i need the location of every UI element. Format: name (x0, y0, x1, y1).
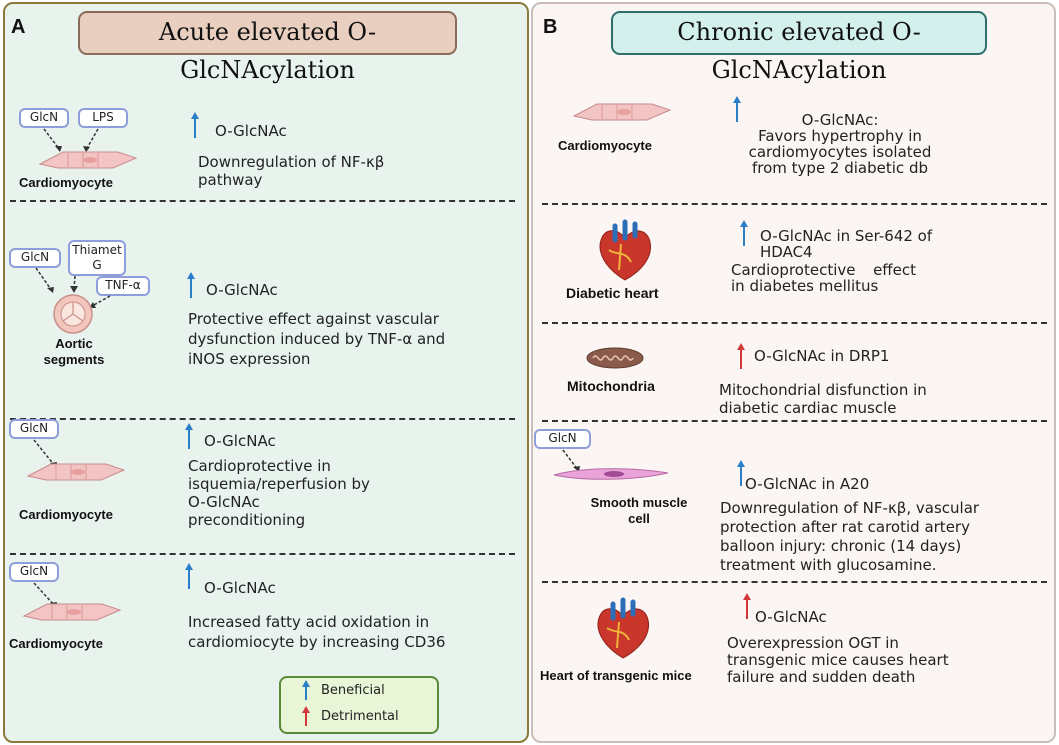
panel-a-letter: A (11, 16, 26, 38)
divider (10, 553, 515, 555)
beneficial-arrow-icon (185, 563, 193, 589)
b5-effect: Overexpression OGT in transgenic mice ca… (727, 634, 949, 686)
a2-label: Aortic segments (43, 336, 105, 367)
legend-detrimental: Detrimental (321, 709, 399, 724)
b1-label: Cardiomyocyte (558, 138, 652, 153)
detrimental-arrow-icon (737, 343, 745, 369)
divider (542, 322, 1047, 324)
beneficial-arrow-icon (733, 96, 741, 122)
tag-thiamet-g: Thiamet G (68, 240, 126, 276)
heart-icon (599, 219, 652, 281)
b3-marker: O-GlcNAc in DRP1 (754, 347, 890, 365)
cardiomyocyte-icon (26, 463, 126, 481)
a1-label: Cardiomyocyte (19, 175, 113, 190)
b3-label: Mitochondria (567, 378, 655, 394)
b2-label: Diabetic heart (566, 285, 659, 301)
b1-marker: O-GlcNAc: (801, 111, 879, 129)
a2-marker: O-GlcNAc (206, 281, 278, 299)
tag-tnf-alpha: TNF-α (96, 276, 150, 296)
b5-marker: O-GlcNAc (755, 608, 827, 626)
tag-glcn: GlcN (534, 429, 591, 449)
smooth-muscle-cell-icon (553, 468, 669, 480)
a3-effect: Cardioprotective in isquemia/reperfusion… (188, 457, 370, 529)
beneficial-arrow-icon (187, 272, 195, 298)
b1-effect: Favors hypertrophy in cardiomyocytes iso… (748, 127, 932, 177)
divider (542, 581, 1047, 583)
b1-marker-effect: O-GlcNAc: Favors hypertrophy in cardiomy… (735, 112, 945, 176)
b2-marker: O-GlcNAc in Ser-642 of HDAC4 (760, 227, 933, 261)
cardiomyocyte-icon (22, 603, 122, 621)
beneficial-arrow-icon (191, 112, 199, 138)
tag-glcn: GlcN (19, 108, 69, 128)
heart-icon (597, 597, 650, 659)
a1-effect: Downregulation of NF-κβ pathway (198, 153, 385, 189)
beneficial-arrow-icon (737, 460, 745, 486)
beneficial-arrow-icon (740, 220, 748, 246)
cardiomyocyte-icon (38, 151, 138, 169)
divider (542, 420, 1047, 422)
tag-lps: LPS (78, 108, 128, 128)
cardiomyocyte-icon (572, 103, 672, 121)
tag-glcn: GlcN (9, 562, 59, 582)
detrimental-arrow-icon (743, 593, 751, 619)
a4-label: Cardiomyocyte (9, 636, 103, 651)
a1-marker: O-GlcNAc (215, 122, 287, 140)
tag-glcn: GlcN (9, 248, 61, 268)
detrimental-arrow-icon (302, 706, 310, 726)
b4-effect: Downregulation of NF-κβ, vascular protec… (720, 499, 980, 574)
b2-effect: Cardioprotective effect in diabetes mell… (731, 261, 916, 295)
a4-effect: Increased fatty acid oxidation in cardio… (188, 613, 446, 651)
panel-a-title: Acute elevated O-GlcNAcylation (78, 11, 457, 84)
b4-marker: O-GlcNAc in A20 (745, 475, 870, 493)
beneficial-arrow-icon (302, 680, 310, 700)
mitochondria-icon (586, 347, 644, 369)
a3-label: Cardiomyocyte (19, 507, 113, 522)
a2-effect: Protective effect against vascular dysfu… (188, 310, 446, 368)
aortic-segment-icon (53, 294, 93, 334)
panel-b-title: Chronic elevated O-GlcNAcylation (611, 11, 987, 84)
beneficial-arrow-icon (185, 423, 193, 449)
a3-marker: O-GlcNAc (204, 432, 276, 450)
panel-b-letter: B (543, 16, 558, 38)
divider (10, 418, 515, 420)
b4-label: Smooth muscle cell (590, 495, 688, 526)
divider (10, 200, 515, 202)
legend-beneficial: Beneficial (321, 683, 385, 698)
a4-marker: O-GlcNAc (204, 579, 276, 597)
b5-label: Heart of transgenic mice (540, 668, 692, 683)
divider (542, 203, 1047, 205)
tag-glcn: GlcN (9, 419, 59, 439)
b3-effect: Mitochondrial disfunction in diabetic ca… (719, 381, 927, 417)
